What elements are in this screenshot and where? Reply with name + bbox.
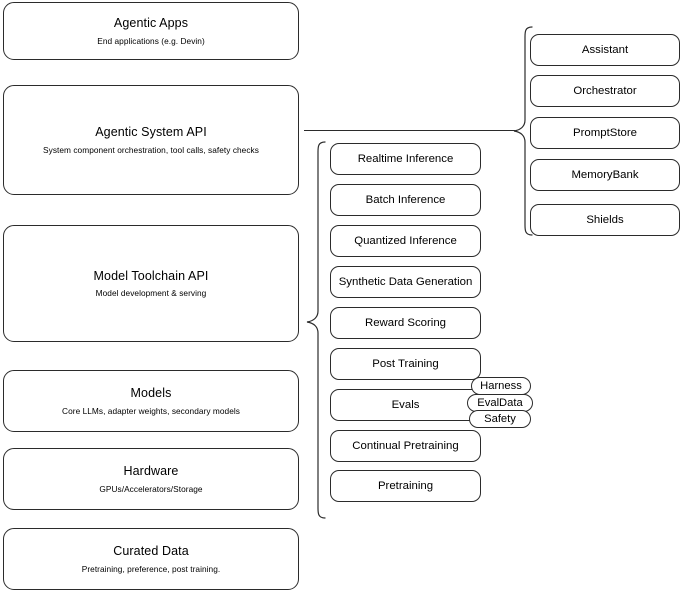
layer-title: Model Toolchain API — [93, 268, 209, 283]
layer-title: Models — [130, 386, 172, 400]
component-reward-scoring[interactable]: Reward Scoring — [330, 307, 481, 339]
layer-subtitle: Pretraining, preference, post training. — [81, 563, 221, 574]
component-label: Evals — [391, 399, 420, 411]
component-quantized-inference[interactable]: Quantized Inference — [330, 225, 481, 257]
component-label: PromptStore — [573, 127, 637, 139]
component-label: Batch Inference — [365, 194, 446, 206]
layer-title: Hardware — [123, 464, 179, 478]
layer-title: Agentic Apps — [113, 16, 189, 30]
layer-box-models[interactable]: Models Core LLMs, adapter weights, secon… — [3, 370, 299, 432]
component-label: MemoryBank — [571, 169, 639, 181]
layer-subtitle: End applications (e.g. Devin) — [97, 35, 205, 46]
component-pretraining[interactable]: Pretraining — [330, 470, 481, 502]
component-label: Pretraining — [377, 480, 434, 492]
badge-harness[interactable]: Harness — [471, 377, 531, 395]
component-shields[interactable]: Shields — [530, 204, 680, 236]
layer-box-hardware[interactable]: Hardware GPUs/Accelerators/Storage — [3, 448, 299, 510]
component-label: Shields — [586, 214, 624, 226]
layer-subtitle: Model development & serving — [95, 288, 207, 299]
badge-label: Harness — [480, 380, 522, 392]
component-label: Realtime Inference — [357, 153, 454, 165]
badge-safety[interactable]: Safety — [469, 410, 531, 428]
component-label: Continual Pretraining — [352, 440, 459, 452]
component-batch-inference[interactable]: Batch Inference — [330, 184, 481, 216]
component-continual-pretraining[interactable]: Continual Pretraining — [330, 430, 481, 462]
component-evals[interactable]: Evals — [330, 389, 481, 421]
layer-subtitle: System component orchestration, tool cal… — [43, 144, 259, 155]
component-label: Quantized Inference — [354, 235, 457, 247]
layer-box-agentic-system-api[interactable]: Agentic System API System component orch… — [3, 85, 299, 195]
layer-subtitle: Core LLMs, adapter weights, secondary mo… — [62, 405, 240, 416]
layer-title: Agentic System API — [95, 125, 207, 139]
component-label: Synthetic Data Generation — [338, 276, 473, 288]
component-synthetic-data-generation[interactable]: Synthetic Data Generation — [330, 266, 481, 298]
layer-box-agentic-apps[interactable]: Agentic Apps End applications (e.g. Devi… — [3, 2, 299, 60]
layer-box-model-toolchain-api[interactable]: Model Toolchain API Model development & … — [3, 225, 299, 342]
badge-label: EvalData — [477, 397, 523, 409]
component-realtime-inference[interactable]: Realtime Inference — [330, 143, 481, 175]
badge-evaldata[interactable]: EvalData — [467, 394, 533, 412]
component-label: Orchestrator — [573, 85, 637, 97]
component-orchestrator[interactable]: Orchestrator — [530, 75, 680, 107]
connector-agentic-system-to-components — [304, 130, 515, 131]
bracket-agentic-components-group — [513, 26, 533, 236]
component-label: Reward Scoring — [364, 317, 447, 329]
badge-label: Safety — [484, 413, 516, 425]
component-label: Post Training — [372, 358, 439, 370]
component-label: Assistant — [581, 44, 629, 56]
bracket-toolchain-group — [306, 141, 326, 519]
component-promptstore[interactable]: PromptStore — [530, 117, 680, 149]
component-assistant[interactable]: Assistant — [530, 34, 680, 66]
layer-title: Curated Data — [113, 544, 189, 558]
component-post-training[interactable]: Post Training — [330, 348, 481, 380]
layer-box-curated-data[interactable]: Curated Data Pretraining, preference, po… — [3, 528, 299, 590]
component-memorybank[interactable]: MemoryBank — [530, 159, 680, 191]
layer-subtitle: GPUs/Accelerators/Storage — [99, 483, 203, 494]
